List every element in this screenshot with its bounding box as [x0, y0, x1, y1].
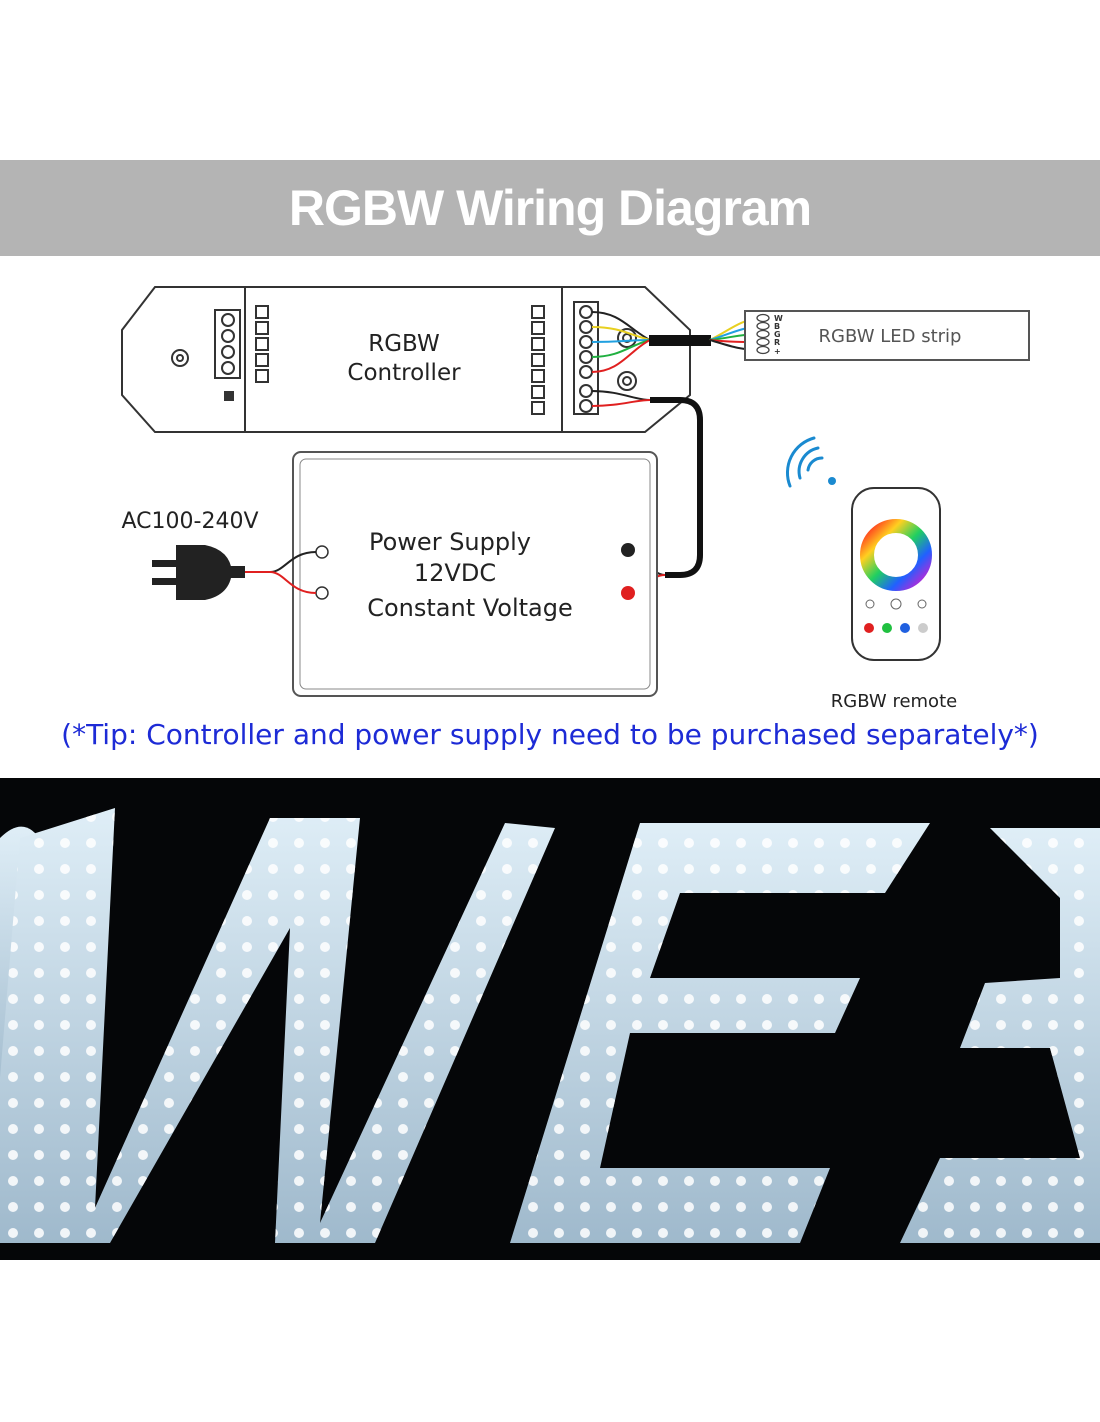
- title-banner: RGBW Wiring Diagram: [0, 160, 1100, 256]
- ac-plug-icon: AC100-240V: [122, 509, 317, 600]
- power-supply: Power Supply 12VDC Constant Voltage: [292, 451, 658, 697]
- wiring-diagram: RGBW Controller W B G R + RGBW LED strip: [121, 286, 1030, 712]
- led-strip-label: RGBW LED strip: [819, 326, 962, 347]
- remote-label: RGBW remote: [831, 691, 957, 712]
- power-supply-voltage: 12VDC: [414, 559, 496, 587]
- pin-g: G: [774, 330, 781, 339]
- page-title: RGBW Wiring Diagram: [288, 180, 812, 236]
- pin-b: B: [774, 322, 780, 331]
- rgbw-remote: RGBW remote: [785, 436, 957, 712]
- pin-w: W: [774, 314, 783, 323]
- led-strip: W B G R + RGBW LED strip: [744, 310, 1030, 361]
- controller-label: RGBW: [368, 331, 440, 357]
- wireless-signal-icon: [785, 436, 824, 488]
- pin-plus: +: [774, 347, 781, 356]
- controller-label-2: Controller: [347, 360, 461, 386]
- illuminated-letters-image: [0, 808, 1100, 1243]
- purchase-tip: (*Tip: Controller and power supply need …: [61, 718, 1039, 751]
- pin-r: R: [774, 338, 780, 347]
- input-voltage-label: AC100-240V: [122, 509, 259, 534]
- power-supply-type: Constant Voltage: [367, 594, 573, 622]
- led-sign-photo: [0, 778, 1100, 1260]
- power-supply-label: Power Supply: [369, 528, 531, 556]
